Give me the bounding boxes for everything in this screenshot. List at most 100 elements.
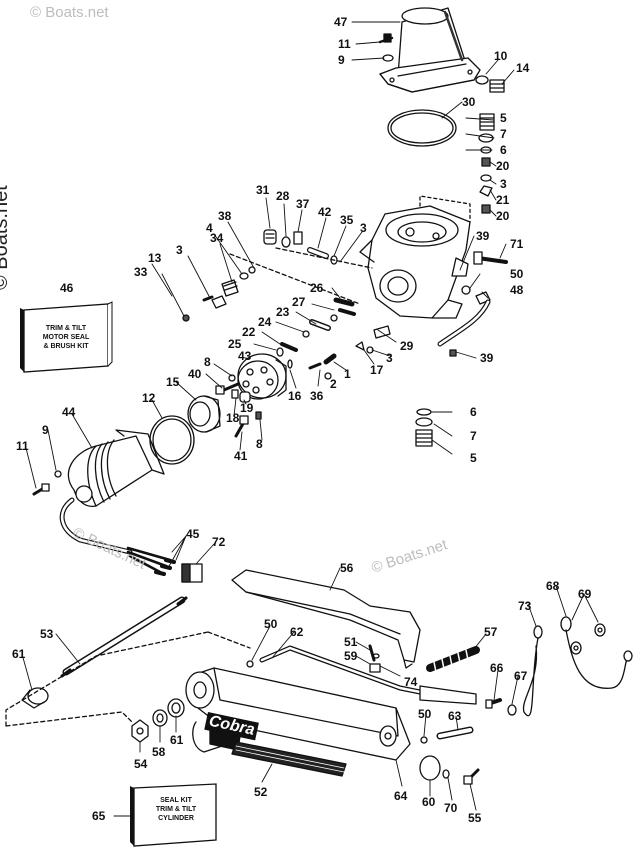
callout: 45 bbox=[186, 527, 200, 541]
part-15-coupler bbox=[187, 395, 221, 433]
callout: 61 bbox=[12, 647, 26, 661]
callout: 10 bbox=[494, 49, 508, 63]
seal-kit-line-3: CYLINDER bbox=[158, 815, 194, 822]
callout: 27 bbox=[292, 295, 306, 309]
part-39-plug bbox=[449, 349, 457, 357]
callout: 40 bbox=[188, 367, 202, 381]
callout: 11 bbox=[16, 439, 29, 453]
callout: 72 bbox=[212, 535, 226, 549]
part-67-clip bbox=[507, 704, 517, 716]
callout: 50 bbox=[264, 617, 278, 631]
part-72-connector bbox=[181, 563, 203, 583]
callout: 15 bbox=[166, 375, 180, 389]
valve-stack-bottom bbox=[415, 408, 433, 447]
callout: 69 bbox=[578, 587, 592, 601]
callout: 41 bbox=[234, 449, 248, 463]
callout: 16 bbox=[288, 389, 302, 403]
motor-kit-box bbox=[20, 301, 113, 373]
callout: 9 bbox=[338, 53, 345, 67]
callout: 73 bbox=[518, 599, 532, 613]
callout: 17 bbox=[370, 363, 384, 377]
motor-kit-line-3: & BRUSH KIT bbox=[43, 343, 89, 350]
part-8-oring bbox=[228, 374, 236, 382]
callout: 34 bbox=[210, 231, 224, 245]
callout: 50 bbox=[510, 267, 524, 281]
callout: 5 bbox=[470, 451, 477, 465]
callout: 70 bbox=[444, 801, 458, 815]
part-48-hose bbox=[437, 291, 491, 347]
callout: 39 bbox=[476, 229, 490, 243]
callout: 54 bbox=[134, 757, 148, 771]
part-11-screw-top bbox=[378, 33, 394, 62]
part-9-washer bbox=[54, 470, 62, 478]
part-30-oring bbox=[387, 109, 457, 147]
callout: 3 bbox=[176, 243, 183, 257]
callout: 33 bbox=[134, 265, 148, 279]
callout: 6 bbox=[500, 143, 507, 157]
part-52-decal bbox=[231, 741, 347, 777]
part-44-motor bbox=[59, 429, 165, 555]
motor-kit-line-2: MOTOR SEAL bbox=[42, 334, 90, 341]
callout: 37 bbox=[296, 197, 310, 211]
part-73-sensor-wire bbox=[522, 625, 543, 717]
callout: 3 bbox=[360, 221, 367, 235]
callout: 3 bbox=[500, 177, 507, 191]
callout: 60 bbox=[422, 795, 436, 809]
callout: 47 bbox=[334, 15, 348, 29]
callout: 2 bbox=[330, 377, 337, 391]
seal-kit-box bbox=[130, 783, 217, 847]
callout: 13 bbox=[148, 251, 162, 265]
watermark-left: © Boats.net bbox=[0, 185, 12, 290]
part-64-cylinder bbox=[185, 667, 411, 761]
callout: 46 bbox=[60, 281, 74, 295]
callout: 14 bbox=[516, 61, 530, 75]
callout: 8 bbox=[256, 437, 263, 451]
callout: 71 bbox=[510, 237, 524, 251]
part-50-oring-b bbox=[246, 660, 254, 668]
callout: 26 bbox=[310, 281, 324, 295]
callout: 44 bbox=[62, 405, 76, 419]
part-71-screw bbox=[476, 256, 508, 264]
part-54-nut bbox=[131, 719, 149, 743]
part-69-sensor bbox=[560, 616, 633, 689]
part-62-hose bbox=[259, 645, 477, 705]
callout: 6 bbox=[470, 405, 477, 419]
part-61-bushing bbox=[21, 687, 49, 709]
callout: 7 bbox=[470, 429, 477, 443]
part-57-spring bbox=[426, 646, 480, 673]
callout: 61 bbox=[170, 733, 184, 747]
part-18-seal bbox=[231, 389, 239, 399]
watermark-top: © Boats.net bbox=[30, 4, 109, 21]
callout: 67 bbox=[514, 669, 528, 683]
callout: 5 bbox=[500, 111, 507, 125]
callout: 19 bbox=[240, 401, 254, 415]
callout: 21 bbox=[496, 193, 510, 207]
callout: 3 bbox=[386, 351, 393, 365]
callout: 36 bbox=[310, 389, 324, 403]
callout: 35 bbox=[340, 213, 354, 227]
part-58-washer bbox=[152, 709, 168, 727]
part-70-washer bbox=[442, 769, 450, 779]
pump-housing bbox=[359, 195, 471, 319]
part-45-leads bbox=[126, 546, 176, 576]
part-47-reservoir bbox=[379, 7, 481, 93]
callout: 50 bbox=[418, 707, 432, 721]
callout: 56 bbox=[340, 561, 354, 575]
callout: 66 bbox=[490, 661, 504, 675]
callout: 58 bbox=[152, 745, 166, 759]
seal-kit-line-1: SEAL KIT bbox=[160, 797, 192, 804]
callout: 53 bbox=[40, 627, 54, 641]
callout: 42 bbox=[318, 205, 332, 219]
callout: 23 bbox=[276, 305, 290, 319]
callout: 7 bbox=[500, 127, 507, 141]
callout: 65 bbox=[92, 809, 106, 823]
callout: 51 bbox=[344, 635, 358, 649]
callout: 24 bbox=[258, 315, 272, 329]
callout: 20 bbox=[496, 159, 510, 173]
callout: 48 bbox=[510, 283, 524, 297]
callout: 12 bbox=[142, 391, 156, 405]
callout: 4 bbox=[206, 221, 213, 235]
part-50-oring bbox=[461, 285, 471, 295]
